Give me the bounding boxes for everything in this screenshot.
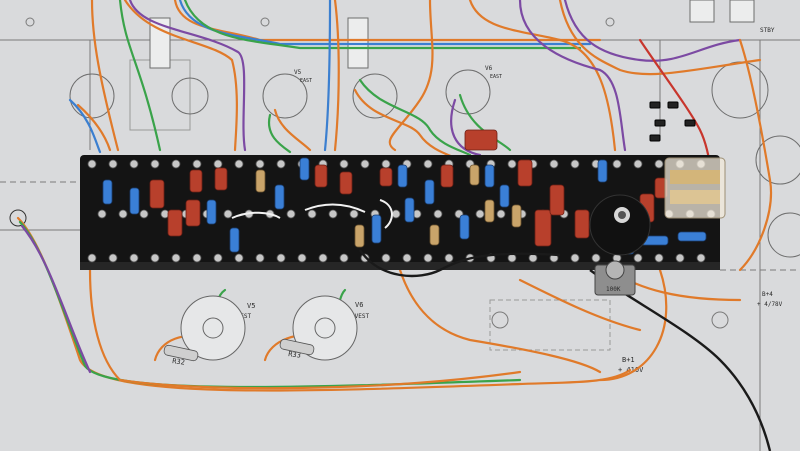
turret-pin	[234, 253, 244, 263]
turret-pin	[570, 159, 580, 169]
turret-pin	[507, 159, 517, 169]
turret-pin	[433, 209, 443, 219]
turret-pin	[633, 159, 643, 169]
turret-pin	[276, 159, 286, 169]
turret-pin	[255, 253, 265, 263]
turret-pin	[108, 253, 118, 263]
label-v6-top: V6	[485, 65, 493, 72]
pot-label: 100K	[606, 286, 621, 293]
turret-pin	[391, 209, 401, 219]
turret-pin	[549, 159, 559, 169]
turret-pin	[276, 253, 286, 263]
turret-pin	[444, 253, 454, 263]
turret-pin	[213, 253, 223, 263]
turret-pin	[496, 209, 506, 219]
label-b1: B+1	[622, 356, 635, 364]
turret-pin	[507, 253, 517, 263]
turret-pin	[402, 253, 412, 263]
turret-pin	[423, 253, 433, 263]
turret-pin	[286, 209, 296, 219]
label-v6-left-sub: OVEST	[351, 313, 369, 320]
turret-pin	[150, 159, 160, 169]
turret-pin	[171, 159, 181, 169]
turret-pin	[87, 253, 97, 263]
turret-pin	[318, 253, 328, 263]
clear-component-block	[664, 157, 726, 219]
turret-pin	[423, 159, 433, 169]
drawing-frame-lines	[0, 17, 800, 451]
turret-pin	[192, 159, 202, 169]
turret-pin	[570, 253, 580, 263]
label-b4-volt: + 4/78V	[757, 301, 783, 308]
wiring-harness	[16, 0, 772, 392]
turret-pin	[129, 253, 139, 263]
turret-pin	[150, 253, 160, 263]
turret-pin	[223, 209, 233, 219]
turret-pin	[307, 209, 317, 219]
turret-pin	[475, 209, 485, 219]
components: 100K	[102, 101, 772, 451]
electrolytic-capacitor	[589, 194, 651, 256]
label-b4: B+4	[762, 291, 773, 298]
turret-pin	[328, 209, 338, 219]
label-r33: R33	[288, 350, 302, 360]
turret-pin	[612, 159, 622, 169]
turret-pin	[360, 159, 370, 169]
turret-pin	[654, 159, 664, 169]
label-v5-left: V5	[247, 302, 255, 310]
turret-pin	[591, 253, 601, 263]
label-r32: R32	[172, 357, 186, 367]
potentiometer: 100K	[594, 260, 636, 296]
turret-pin	[528, 253, 538, 263]
turret-pin	[97, 209, 107, 219]
turret-pin	[171, 253, 181, 263]
turret-pin	[696, 253, 706, 263]
label-v6-left: V6	[355, 301, 363, 309]
label-v6-top-sub: EAST	[490, 74, 502, 80]
turret-pin	[139, 209, 149, 219]
turret-pin	[118, 209, 128, 219]
lower-socket-drawings	[163, 295, 358, 362]
turret-pin	[108, 159, 118, 169]
turret-pin	[633, 253, 643, 263]
turret-pin	[675, 253, 685, 263]
turret-pin	[234, 159, 244, 169]
turret-pin	[129, 159, 139, 169]
turret-pin	[192, 253, 202, 263]
turret-pin	[381, 159, 391, 169]
label-v5-top: V5	[294, 69, 302, 76]
turret-pin	[349, 209, 359, 219]
turret-pin	[87, 159, 97, 169]
turret-pin	[213, 159, 223, 169]
turret-pin	[381, 253, 391, 263]
turret-pin	[297, 253, 307, 263]
turret-pin	[255, 159, 265, 169]
turret-pin	[339, 253, 349, 263]
top-socket-drawings	[69, 0, 800, 258]
turret-pin	[654, 253, 664, 263]
label-stby: STBY	[760, 27, 775, 34]
turret-pin	[339, 159, 349, 169]
label-v5-top-sub: EAST	[300, 78, 312, 84]
